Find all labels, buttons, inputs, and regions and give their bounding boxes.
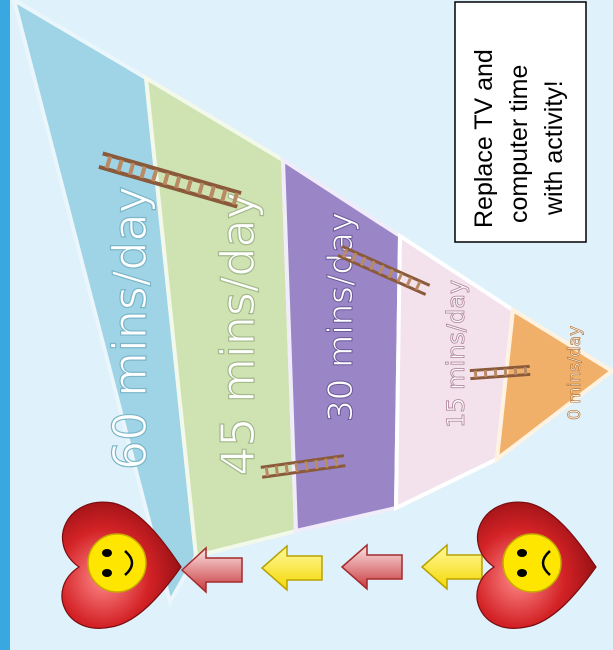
note-box: Replace TV and computer time with activi… xyxy=(454,1,587,243)
happy-heart-icon xyxy=(61,501,182,629)
ladder-icon xyxy=(469,364,531,381)
arrow-icon xyxy=(260,544,323,592)
tier-label-60: 60 mins/day xyxy=(103,186,157,470)
note-line-2: computer time xyxy=(505,65,533,223)
tier-0-band xyxy=(494,306,613,464)
tier-label-0: 0 mins/day xyxy=(565,326,585,420)
ladder-icon xyxy=(98,151,242,209)
ladder-icon xyxy=(337,244,431,296)
note-line-3: with activity! xyxy=(540,80,568,216)
arrow-icon xyxy=(420,543,483,591)
tier-label-45: 45 mins/day xyxy=(211,192,265,476)
tier-label-30: 30 mins/day xyxy=(321,212,361,422)
ladder-icon xyxy=(260,454,346,479)
arrow-icon xyxy=(340,543,403,591)
left-edge-bar xyxy=(0,0,10,650)
arrow-icon xyxy=(180,546,243,594)
pyramid: 60 mins/day 45 mins/day 30 mins/day 15 m… xyxy=(11,0,613,608)
tier-label-15: 15 mins/day xyxy=(442,280,470,428)
sad-heart-icon xyxy=(476,501,597,629)
note-line-1: Replace TV and xyxy=(470,49,498,228)
